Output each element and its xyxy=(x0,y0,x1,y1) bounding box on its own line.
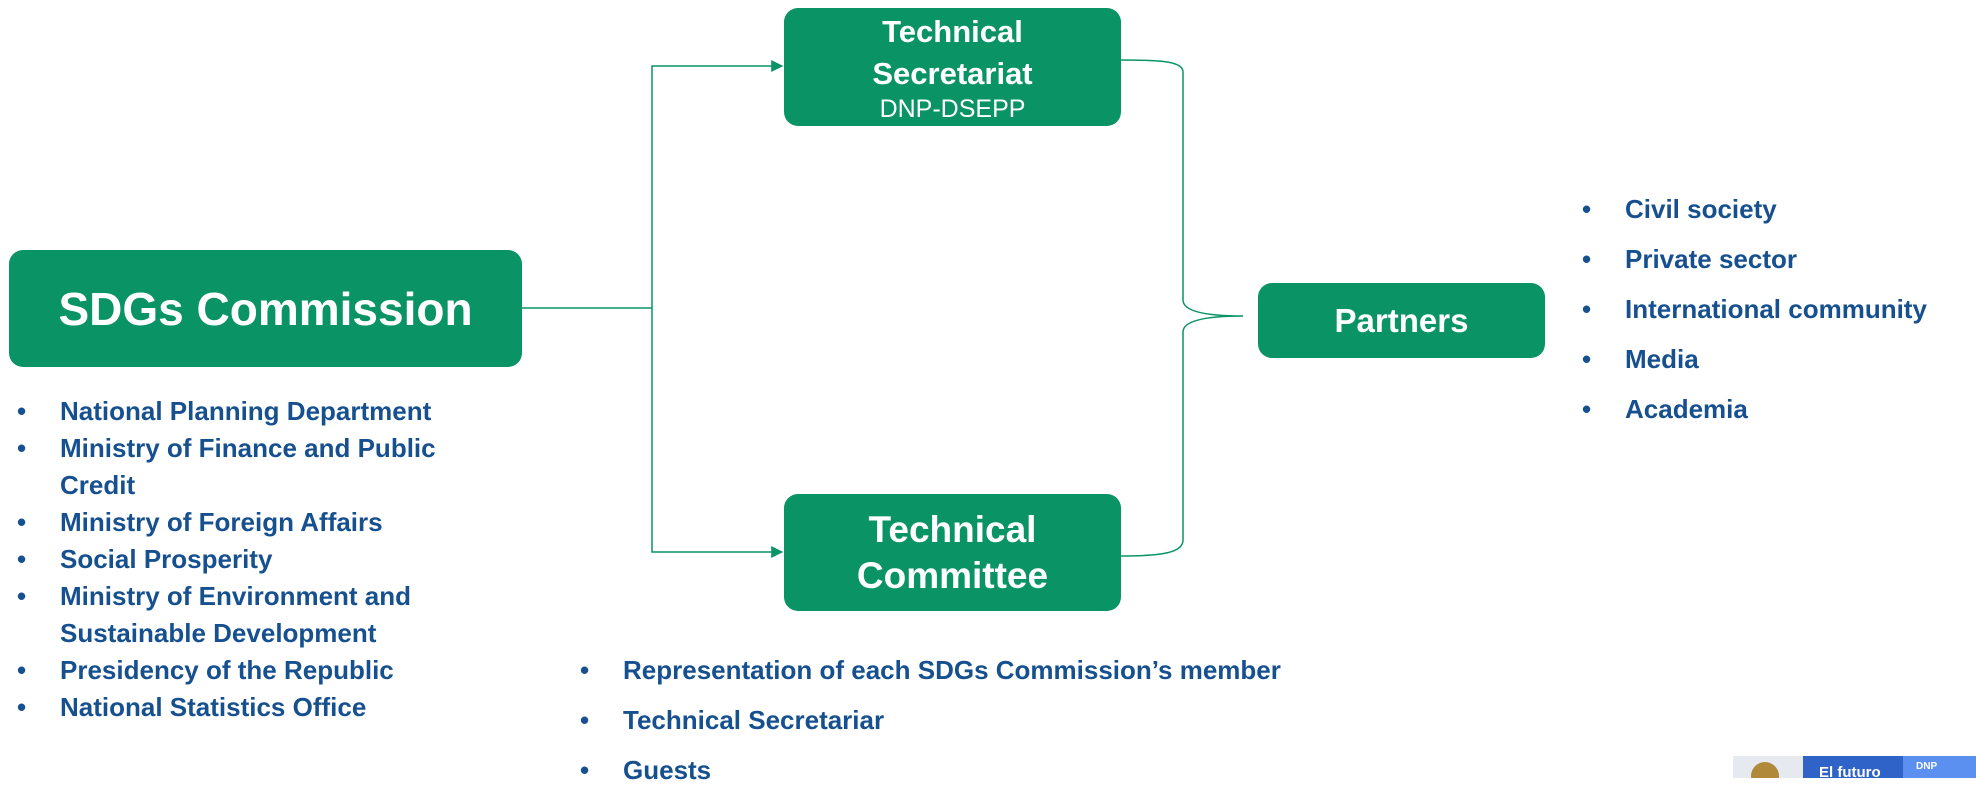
partner-groups-list: Civil society Private sector Internation… xyxy=(1574,184,1974,434)
list-item: Ministry of Environment and Sustainable … xyxy=(9,578,479,652)
arrow-to-committee xyxy=(651,308,784,558)
commission-members-list: National Planning Department Ministry of… xyxy=(9,393,479,726)
list-item: National Statistics Office xyxy=(9,689,479,726)
committee-title-line1: Technical xyxy=(868,508,1037,550)
partners-brace xyxy=(1120,59,1244,557)
list-item: National Planning Department xyxy=(9,393,479,430)
coat-of-arms-icon xyxy=(1751,762,1779,778)
list-item: Private sector xyxy=(1574,234,1974,284)
committee-title-line2: Committee xyxy=(856,554,1049,596)
secretariat-subtitle: DNP-DSEPP xyxy=(879,95,1026,123)
sdgs-commission-box: SDGs Commission xyxy=(9,250,522,367)
partners-box: Partners xyxy=(1258,283,1545,358)
list-item: Academia xyxy=(1574,384,1974,434)
list-item: Guests xyxy=(572,745,1372,795)
partners-title: Partners xyxy=(1334,301,1469,339)
list-item: Presidency of the Republic xyxy=(9,652,479,689)
technical-committee-box: Technical Committee xyxy=(784,494,1121,611)
commission-title: SDGs Commission xyxy=(58,282,473,335)
list-item: Media xyxy=(1574,334,1974,384)
technical-secretariat-box: Technical Secretariat DNP-DSEPP xyxy=(784,8,1121,126)
logo-text: El futuro xyxy=(1819,764,1881,778)
list-item: Ministry of Foreign Affairs xyxy=(9,504,479,541)
connector-lines xyxy=(522,59,1244,558)
list-item: International community xyxy=(1574,284,1974,334)
list-item: Civil society xyxy=(1574,184,1974,234)
list-item: Social Prosperity xyxy=(9,541,479,578)
secretariat-title-line1: Technical xyxy=(882,14,1023,49)
government-logo: El futuro DNP xyxy=(1733,756,1976,778)
logo-small-text: DNP xyxy=(1916,761,1937,772)
secretariat-title-line2: Secretariat xyxy=(872,56,1033,91)
list-item: Technical Secretariar xyxy=(572,695,1372,745)
committee-members-list: Representation of each SDGs Commission’s… xyxy=(572,645,1372,795)
arrow-to-secretariat xyxy=(651,60,784,308)
list-item: Representation of each SDGs Commission’s… xyxy=(572,645,1372,695)
list-item: Ministry of Finance and Public Credit xyxy=(9,430,479,504)
